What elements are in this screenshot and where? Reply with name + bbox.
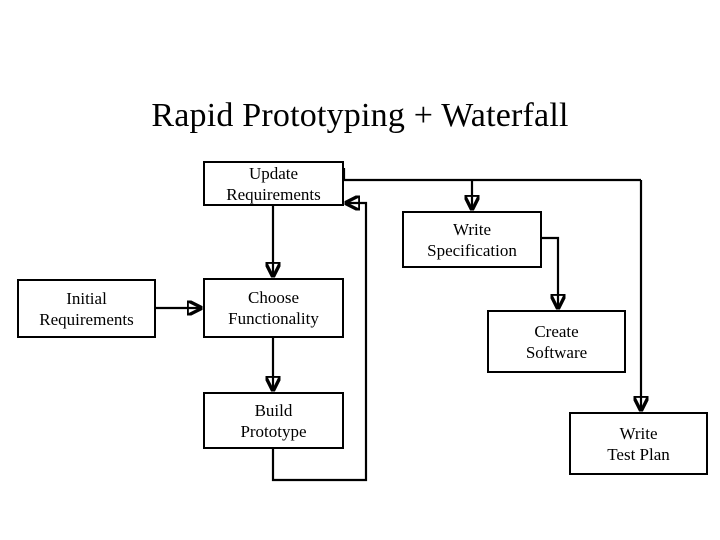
node-update-requirements[interactable]: Update Requirements — [203, 161, 344, 206]
node-create-software[interactable]: Create Software — [487, 310, 626, 373]
node-label-line1: Update — [248, 163, 299, 183]
edge-build-to-update-feedback — [271, 203, 368, 482]
node-label-line2: Software — [525, 342, 588, 362]
node-label-line1: Create — [534, 321, 579, 341]
node-label-line2: Functionality — [228, 309, 319, 328]
node-choose-functionality[interactable]: Choose Functionality — [203, 278, 344, 338]
node-write-test-plan[interactable]: Write Test Plan — [569, 412, 708, 475]
node-label-line1: Write — [619, 423, 658, 443]
node-write-specification[interactable]: Write Specification — [402, 211, 542, 268]
node-label-line2: Requirements — [226, 184, 321, 204]
node-label-line1: Build — [254, 400, 293, 420]
node-label-line2: Test Plan — [607, 444, 670, 464]
node-label-line2: Specification — [427, 240, 517, 260]
node-initial-requirements[interactable]: Initial Requirements — [17, 279, 156, 338]
page-title: Rapid Prototyping + Waterfall — [151, 96, 569, 134]
edge-update-trunk — [342, 168, 641, 182]
node-label-line2: Prototype — [240, 421, 307, 441]
node-build-prototype[interactable]: Build Prototype — [203, 392, 344, 449]
edge-spec-to-create-software — [542, 236, 558, 308]
node-label-line1: Initial — [66, 288, 107, 308]
node-label-line1: Choose — [248, 288, 299, 307]
node-label-line2: Requirements — [39, 309, 134, 329]
node-label-line1: Write — [452, 219, 492, 239]
